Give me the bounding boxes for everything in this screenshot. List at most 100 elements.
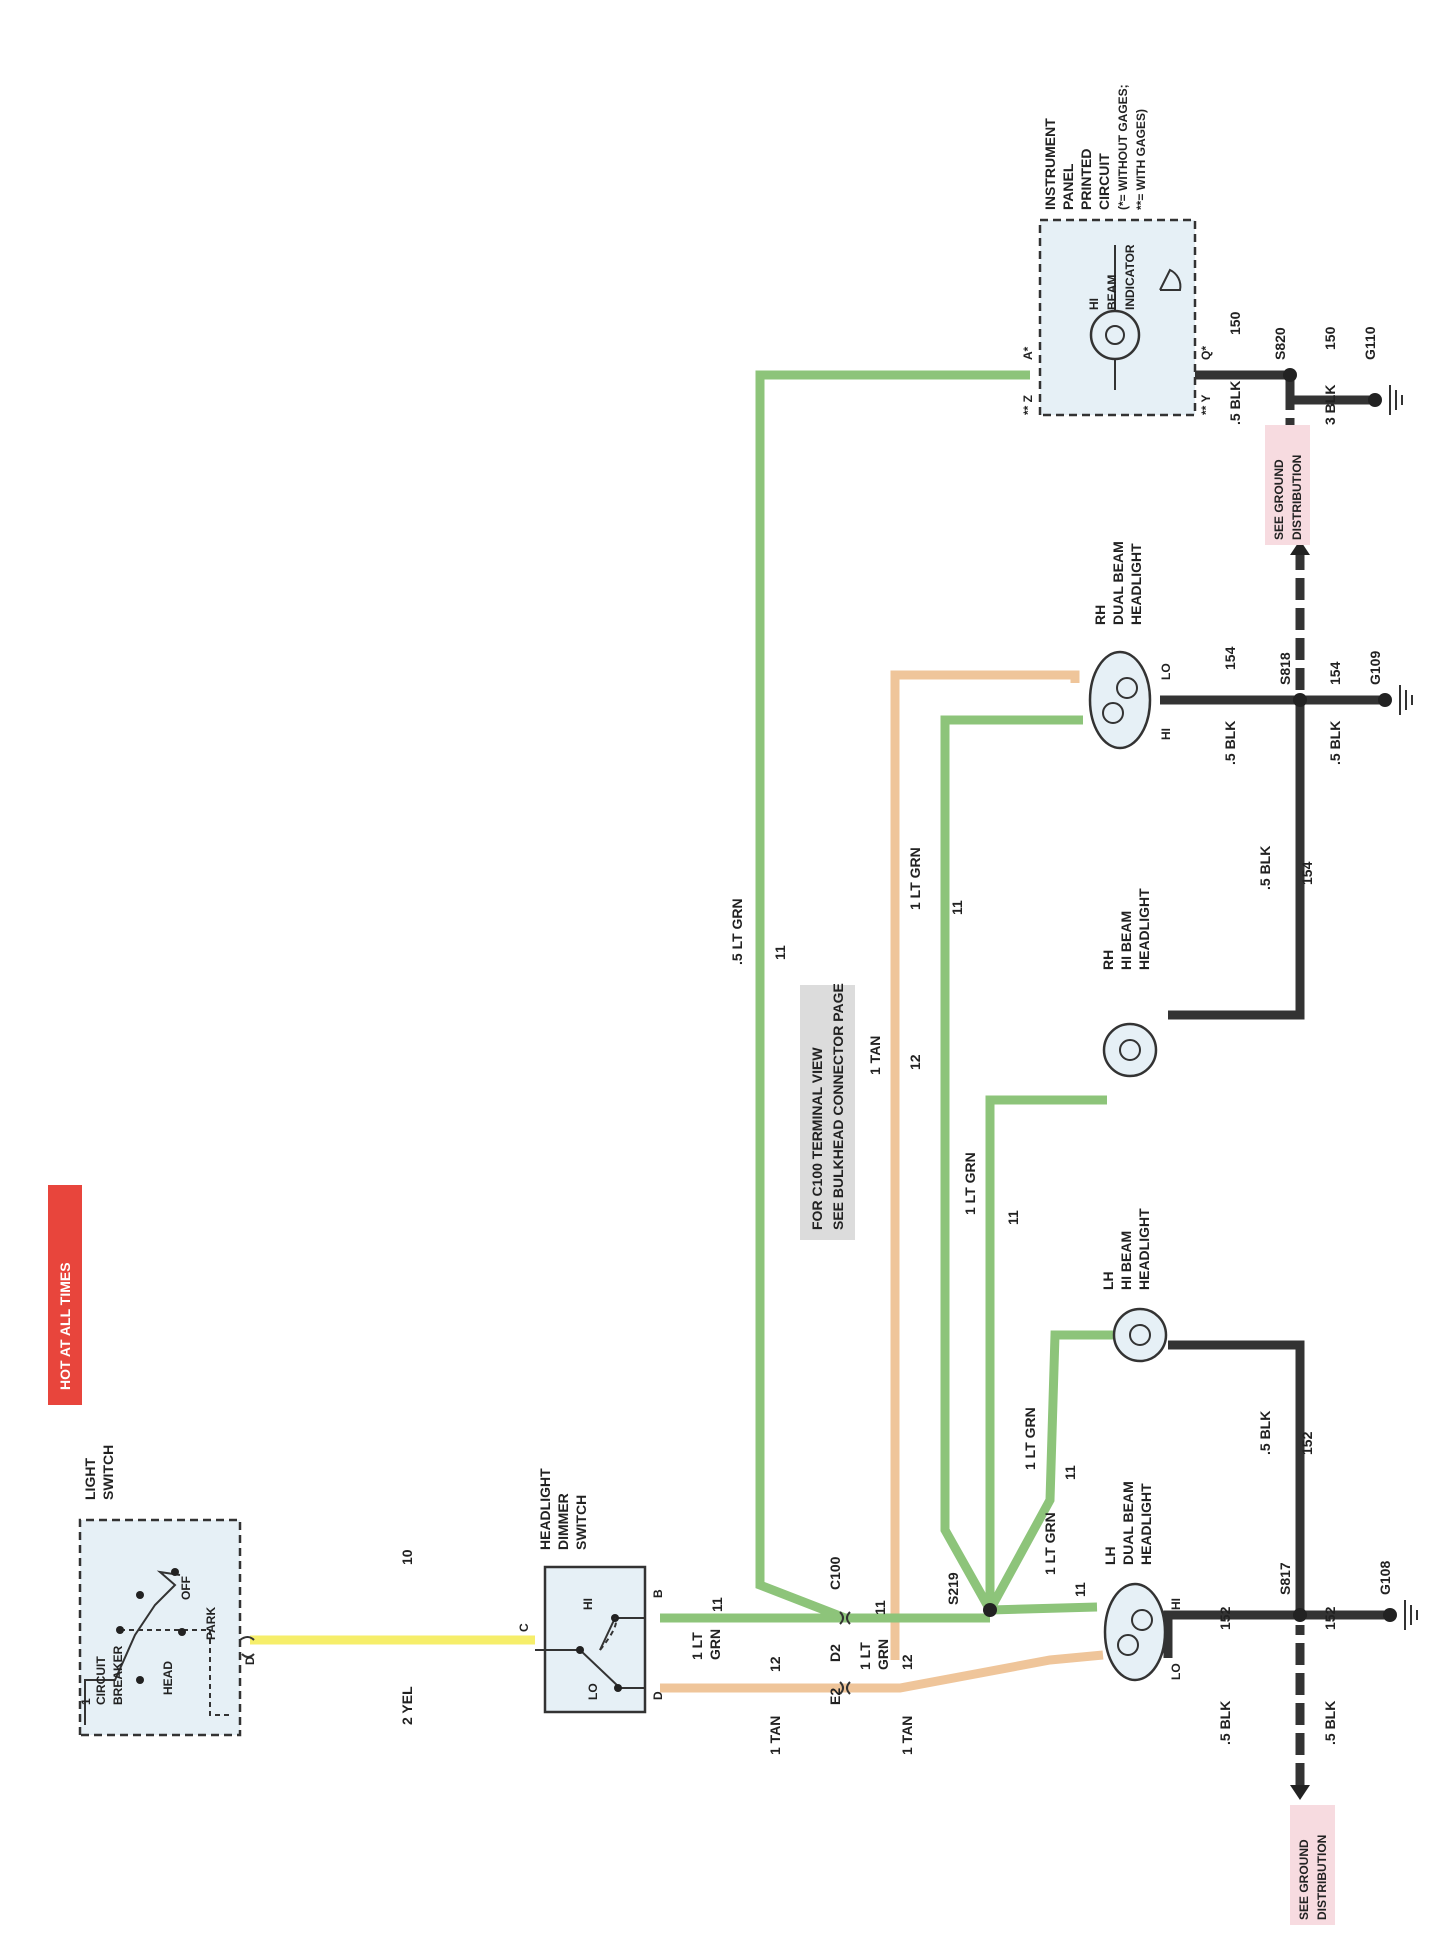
lh-dual-feed-circuit: 11 [1072,1582,1088,1597]
rh-dual-feed-wire: 1 LT GRN [907,847,923,910]
ground-tag-lh [1290,1805,1335,1925]
lh-c152-c: 152 [1299,1431,1315,1455]
lh-blk-c: .5 BLK [1257,1411,1273,1455]
lh-see-ground-2: DISTRIBUTION [1315,1835,1329,1920]
splice-s817 [1293,1608,1307,1622]
lh-blk-a: .5 BLK [1217,1701,1233,1745]
light-switch [78,1518,255,1737]
wire-blk-lh-dual [1163,1610,1315,1658]
rh-dual-hi: HI [1159,728,1173,740]
yel-circuit: 10 [399,1549,415,1565]
lh-dual-feed-wire: 1 LT GRN [1042,1512,1058,1575]
ip-title-3: PRINTED [1078,149,1094,210]
lh-see-ground-1: SEE GROUND [1297,1839,1311,1920]
wire-1-lt-grn-rh-dual [940,715,1083,1613]
ip-title-6: **= WITH GAGES) [1134,109,1148,210]
ip-c150-a: 150 [1227,311,1243,335]
rh-dual-label-3: HEADLIGHT [1128,543,1144,625]
wire-1-tan-lh-lo [660,1650,1104,1693]
c100-e2-circuit: 12 [899,1654,915,1670]
c100-label: C100 [827,1556,843,1590]
splice-s818 [1293,693,1307,707]
lh-dual-headlight [1103,1582,1167,1682]
s818-label: S818 [1277,652,1293,685]
splice-s820 [1283,368,1297,382]
ip-ind-2: BEAM [1105,275,1119,310]
light-switch-pin-d: D [243,1656,257,1665]
head-label: HEAD [161,1661,175,1695]
dim-b-circuit: 11 [709,1597,725,1612]
e2-label: E2 [827,1688,843,1705]
note-c100-box [800,985,855,1240]
lh-hi-label-2: HI BEAM [1118,1231,1134,1290]
dimmer-lo: LO [586,1683,600,1700]
ip-title-1: INSTRUMENT [1042,118,1058,210]
c100-d2-wire-2: GRN [875,1639,891,1670]
s820-label: S820 [1272,327,1288,360]
wire-1-lt-grn-rh-hi [985,1095,1107,1610]
rh-dual-feed-circuit: 11 [949,900,965,915]
ip-ind-1: HI [1087,298,1101,310]
wire-1-lt-grn-lh-dual [989,1602,1098,1615]
ground-g109-icon [1378,693,1392,707]
rh-c154-c: 154 [1299,861,1315,885]
ground-g110-icon [1368,393,1382,407]
rh-see-ground-2: DISTRIBUTION [1290,455,1304,540]
dimmer-title-3: SWITCH [573,1495,589,1550]
ip-pin-a: A* [1021,346,1035,360]
rh-c154-a: 154 [1222,646,1238,670]
light-switch-pin-1: 1 [79,1698,93,1705]
wire-1-tan-rh-lo [890,670,1080,1660]
dim-b-wire-2: GRN [707,1629,723,1660]
lh-hi-beam-headlight [1112,1307,1168,1363]
lh-c152-b: 152 [1322,1606,1338,1630]
lh-dual-label-1: LH [1102,1546,1118,1565]
rh-blk-c: .5 BLK [1257,846,1273,890]
dimmer-pin-b: B [651,1589,665,1598]
dimmer-hi: HI [581,1598,595,1610]
rh-blk-b: .5 BLK [1327,721,1343,765]
rh-see-ground-1: SEE GROUND [1272,459,1286,540]
rh-hi-label-1: RH [1100,950,1116,970]
ip-ind-3: INDICATOR [1123,244,1137,310]
rh-c154-b: 154 [1327,661,1343,685]
note-c100-1: FOR C100 TERMINAL VIEW [809,1047,825,1230]
g110-label: G110 [1362,326,1378,360]
c100-connector [839,1611,851,1695]
lh-hi-label-3: HEADLIGHT [1136,1208,1152,1290]
s817-label: S817 [1277,1562,1293,1595]
dim-d-circuit: 12 [767,1656,783,1672]
dimmer-title-1: HEADLIGHT [537,1468,553,1550]
ip-blk-3: 3 BLK [1322,385,1338,425]
off-label: OFF [179,1576,193,1600]
dim-d-wire: 1 TAN [767,1716,783,1755]
light-switch-box [78,1518,242,1737]
wire-blk-indicator [1195,370,1375,405]
park-label: PARK [204,1607,218,1640]
lh-dual-hi: HI [1169,1598,1183,1610]
c100-d2-circuit: 11 [872,1600,888,1615]
rh-hi-feed-circuit: 11 [1005,1210,1021,1225]
wire-blk-lh-hi [1168,1340,1305,1615]
ip-c150-b: 150 [1322,326,1338,350]
g109-label: G109 [1367,651,1383,685]
lh-hi-feed-wire: 1 LT GRN [1022,1407,1038,1470]
cb-label-2: BREAKER [111,1645,125,1705]
note-c100-2: SEE BULKHEAD CONNECTOR PAGE [830,983,846,1230]
tan-long-wire: 1 TAN [867,1036,883,1075]
light-switch-title-2: SWITCH [100,1445,116,1500]
ip-pin-z: ** Z [1021,395,1035,415]
headlight-dimmer-switch [535,1565,647,1714]
rh-hi-feed-wire: 1 LT GRN [962,1152,978,1215]
rh-dual-lo: LO [1159,663,1173,680]
light-switch-title-1: LIGHT [82,1458,98,1500]
rh-blk-a: .5 BLK [1222,721,1238,765]
hot-tag-text: HOT AT ALL TIMES [57,1262,73,1390]
ground-g108-icon [1383,1608,1397,1622]
g108-label: G108 [1377,1561,1393,1595]
rh-hi-label-2: HI BEAM [1118,911,1134,970]
hot-tag [48,1185,82,1405]
lh-dual-label-3: HEADLIGHT [1138,1483,1154,1565]
wire-1-lt-grn-lh-hi [986,1330,1125,1613]
lh-dual-label-2: DUAL BEAM [1120,1481,1136,1565]
